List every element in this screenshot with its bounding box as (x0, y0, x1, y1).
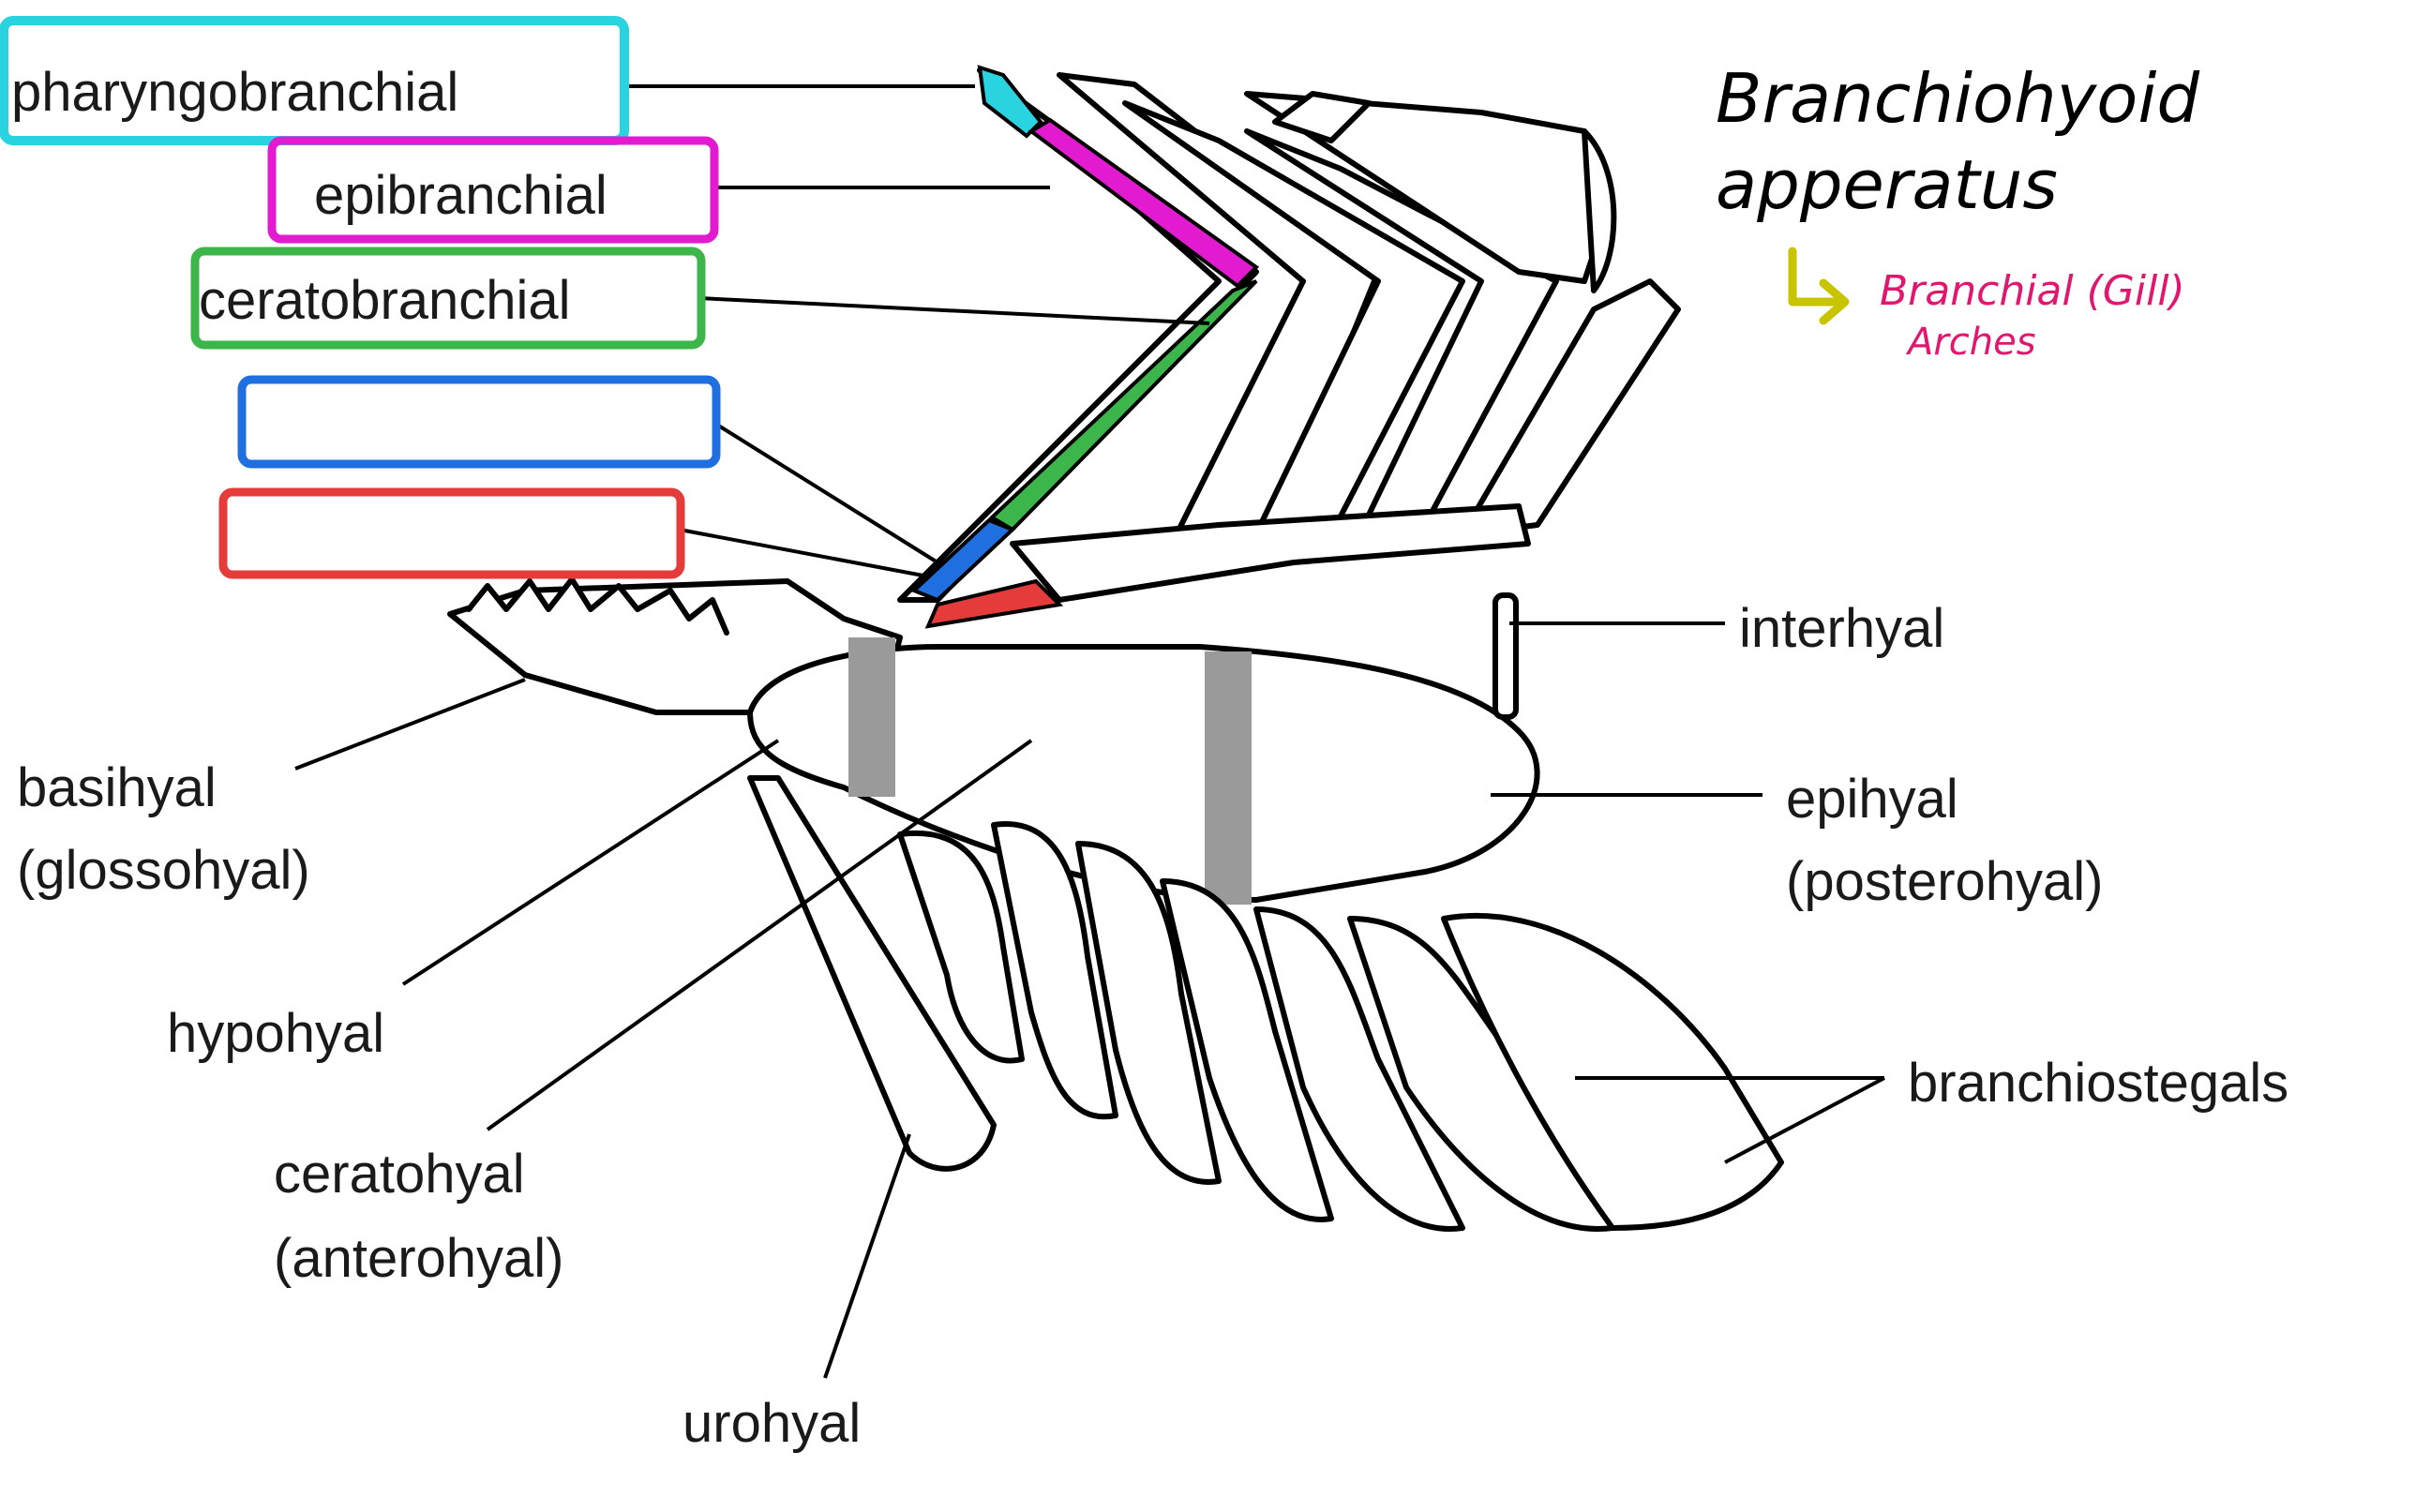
label-epihyal-alt: (posterohyal) (1786, 851, 2103, 912)
branchiostegal-4 (1160, 878, 1334, 1222)
hypobranchial-segment (910, 517, 1016, 603)
arrow-icon (1788, 247, 1850, 325)
label-ceratohyal-alt: (anterohyal) (274, 1228, 563, 1289)
upper-pharyngeal-tip (1582, 128, 1617, 293)
branchiostegal-2 (991, 821, 1118, 1120)
hidden-label-box-blue (237, 375, 721, 469)
leader-hidden-2 (679, 528, 929, 578)
label-basihyal: basihyal (17, 757, 217, 818)
label-hypohyal: hypohyal (167, 1003, 384, 1064)
ceratohyal-cartilage-band-2 (1205, 651, 1252, 905)
urohyal-bone (747, 775, 997, 1172)
label-ceratohyal: ceratohyal (274, 1144, 525, 1205)
leader-ceratobranchial (698, 296, 1210, 325)
epibranchial-highlight-box (267, 136, 719, 244)
label-basihyal-alt: (glossohyal) (17, 840, 310, 901)
note-title-line2: apperatus (1716, 145, 2058, 224)
branchiostegal-1 (897, 830, 1025, 1064)
ceratohyal-cartilage-band-1 (848, 637, 895, 797)
label-ceratobranchial: ceratobranchial (199, 270, 571, 331)
leader-lines (294, 84, 1885, 1379)
leader-urohyal (823, 1133, 911, 1379)
lower-arch-base (1010, 503, 1531, 603)
leader-ceratohyal (486, 739, 1033, 1131)
hidden-label-box-red (218, 487, 685, 579)
note-sub-line2: Arches (1905, 321, 2036, 364)
label-epibranchial: epibranchial (314, 165, 608, 226)
branchiostegal-3 (1075, 841, 1222, 1185)
label-urohyal: urohyal (682, 1393, 861, 1454)
label-interhyal: interhyal (1739, 598, 1944, 659)
leader-hidden-1 (711, 420, 939, 564)
leader-basihyal (294, 678, 526, 771)
note-title-line1: Branchiohyoid (1716, 59, 2200, 138)
label-pharyngobranchial: pharyngobranchial (11, 62, 458, 123)
basihyal-teeth (466, 576, 729, 636)
ceratobranchial-highlight-box (190, 247, 706, 350)
label-epihyal: epihyal (1786, 769, 1958, 830)
leader-hypohyal (401, 739, 780, 986)
interhyal-bone (1492, 592, 1519, 720)
skeleton-drawing (447, 65, 1784, 1232)
gill-rakers-top (1272, 91, 1372, 143)
label-branchiostegals: branchiostegals (1908, 1053, 2288, 1114)
gill-arch-5 (1460, 278, 1681, 537)
epibranchial-segment (1028, 117, 1260, 289)
branchiostegal-7 (1441, 912, 1784, 1231)
basibranchial-segment (924, 578, 1064, 629)
note-sub-line1: Branchial (Gill) (1880, 267, 2185, 315)
branchiostegal-5 (1253, 906, 1465, 1232)
leader-branchiostegals-b (1724, 1076, 1885, 1164)
pharyngobranchial-segment (977, 65, 1043, 139)
